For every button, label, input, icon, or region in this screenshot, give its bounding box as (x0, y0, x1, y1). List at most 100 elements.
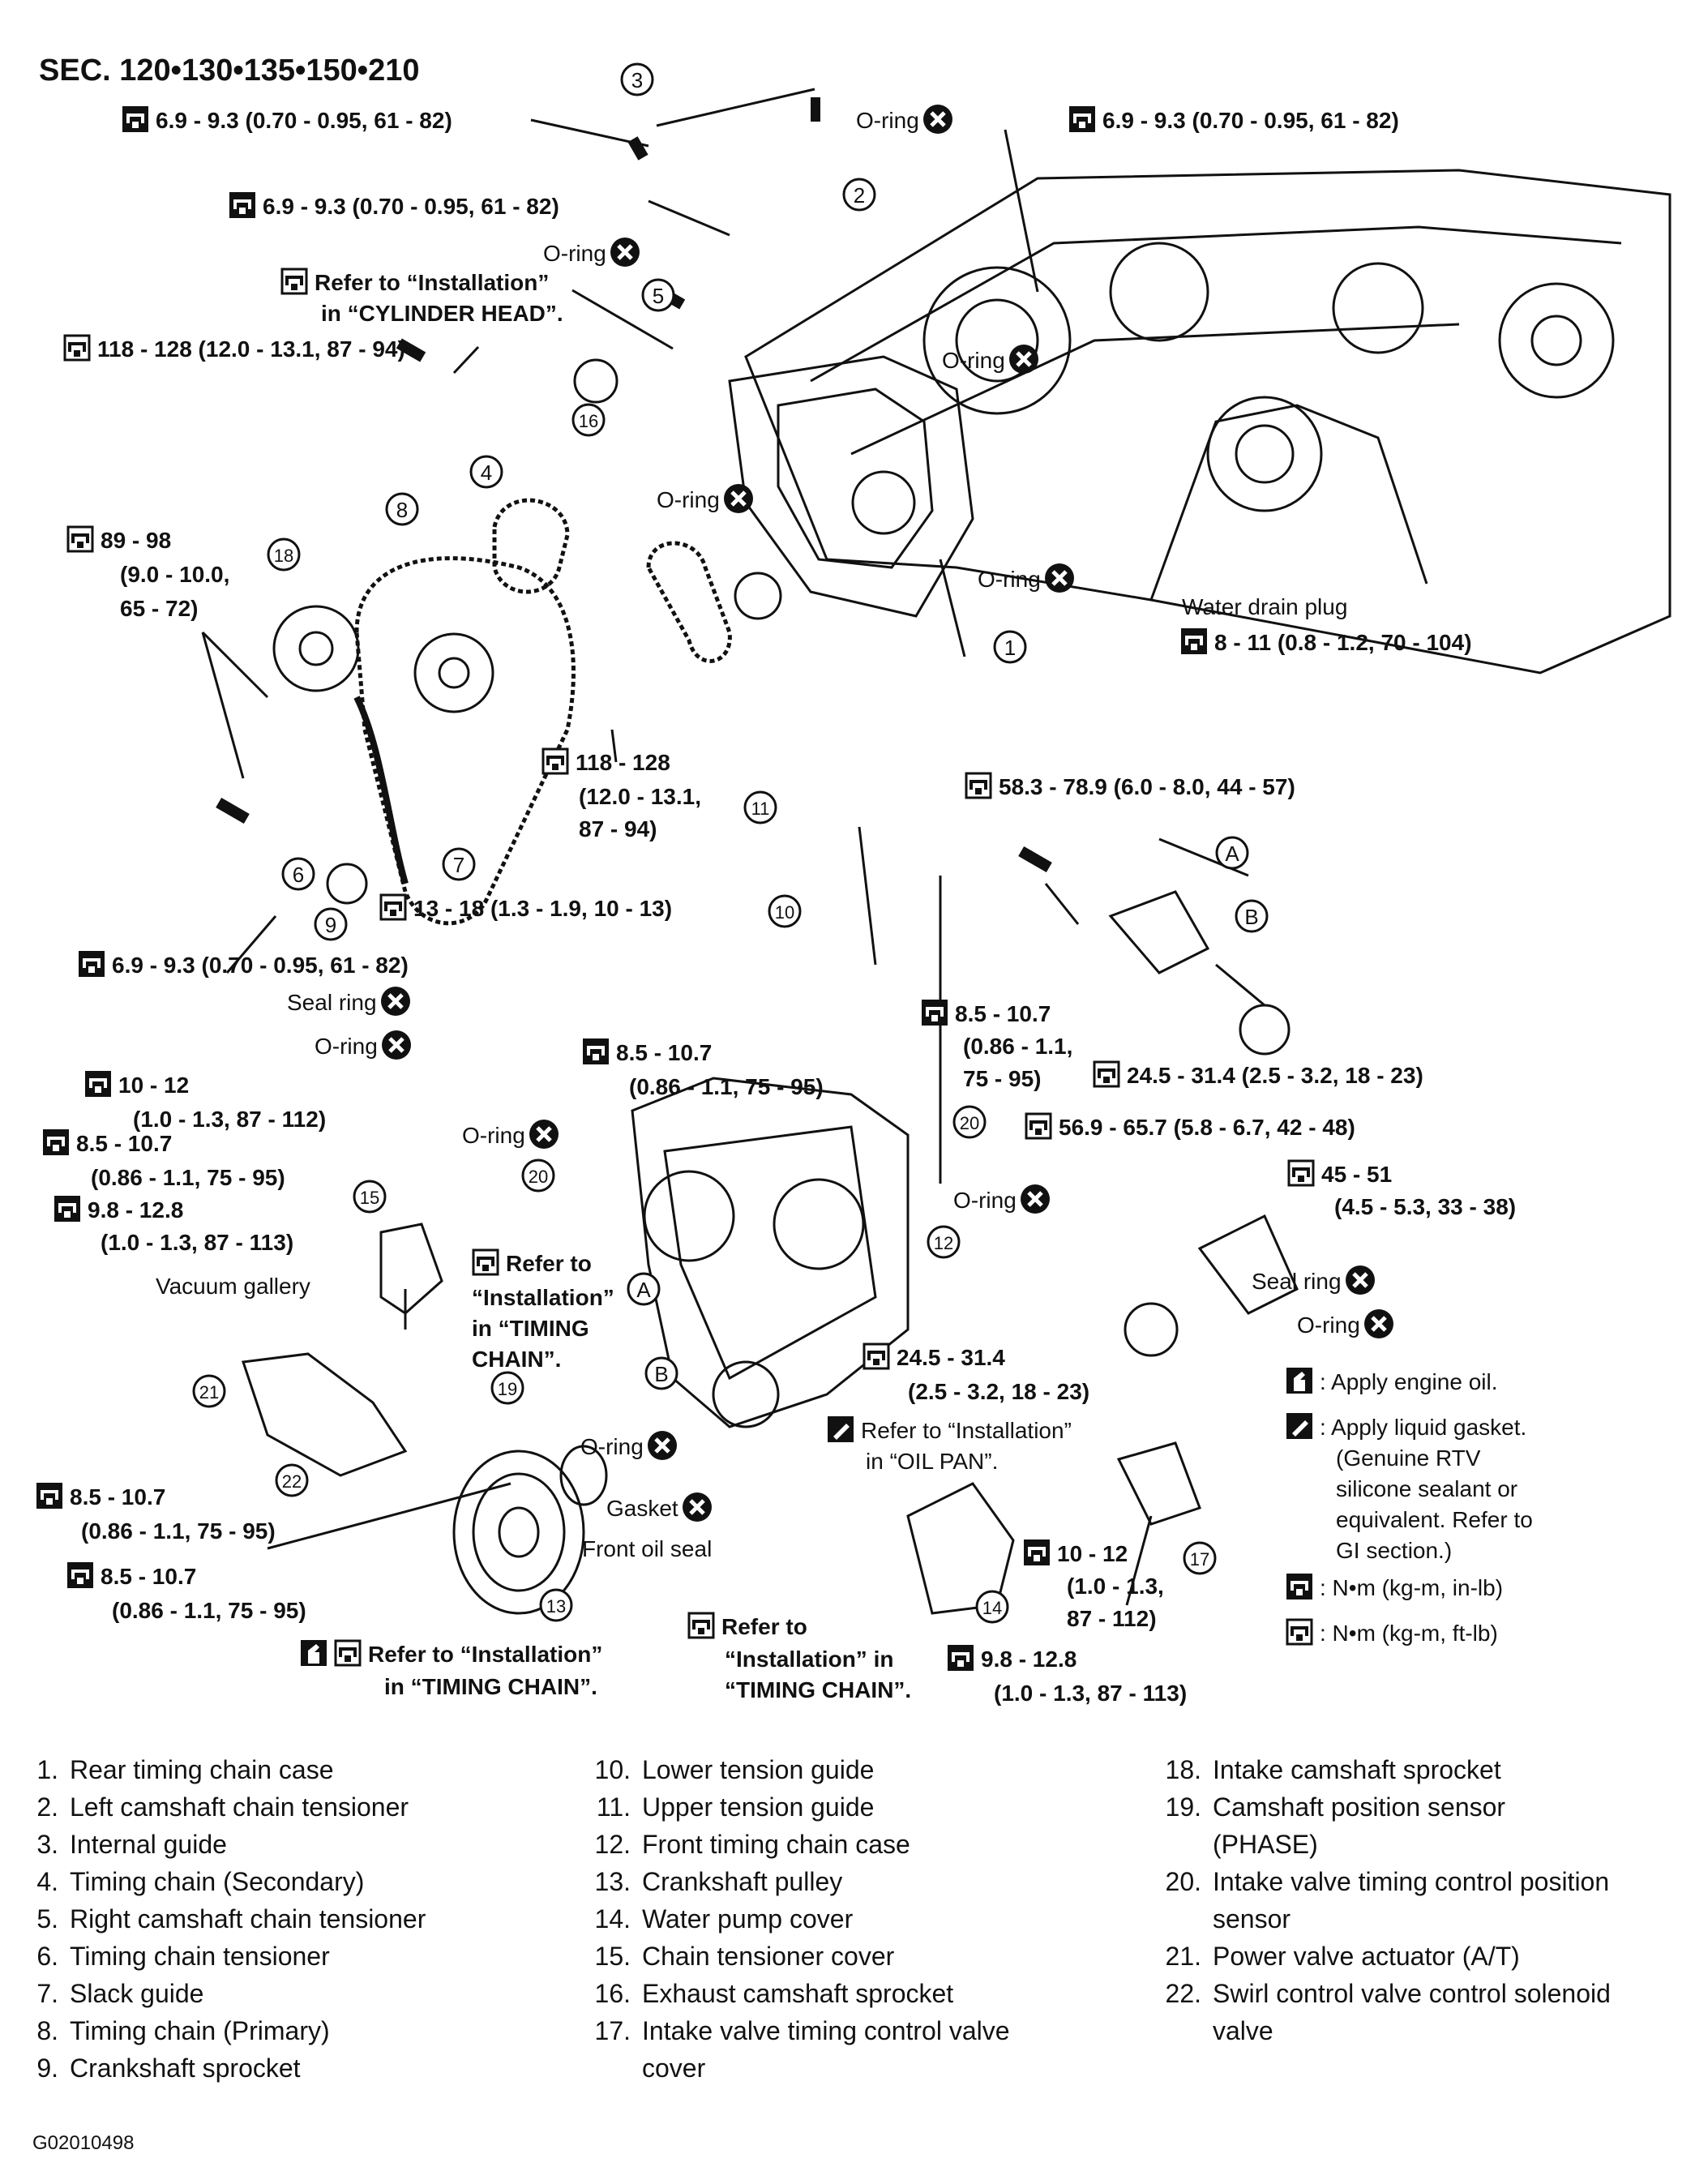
svg-text:20: 20 (529, 1167, 548, 1187)
refer-oil-pan-note: Refer to “Installation” (827, 1415, 1072, 1446)
torque-ft-lb-icon (541, 747, 569, 775)
torque-label: (0.86 - 1.1, 75 - 95) (81, 1518, 276, 1544)
part-marker-18: 18 (267, 537, 301, 572)
replace-part-icon (647, 1430, 678, 1461)
torque-label: 87 - 94) (579, 816, 657, 841)
torque-in-lb-icon (582, 1038, 610, 1065)
torque-ft-lb-icon (334, 1639, 362, 1667)
vacuum-gallery-label: Vacuum gallery (156, 1274, 310, 1299)
part-marker-15: 15 (353, 1180, 387, 1214)
svg-text:B: B (654, 1362, 668, 1386)
torque-label: (1.0 - 1.3, 87 - 112) (133, 1107, 327, 1132)
list-item: 5.Right camshaft chain tensioner (36, 1904, 426, 1933)
replace-part-icon (1008, 344, 1039, 375)
torque-ft-lb-icon (280, 268, 308, 295)
part-marker-4: 4 (469, 455, 503, 489)
part-marker-7: 7 (442, 847, 476, 881)
torque-ft-lb-icon (63, 334, 91, 362)
torque-in-lb-icon (122, 105, 149, 133)
torque-label: 24.5 - 31.4 (862, 1343, 1005, 1373)
svg-text:A: A (1225, 841, 1239, 866)
torque-label: 9.8 - 12.8 (947, 1644, 1076, 1675)
svg-text:22: 22 (282, 1471, 302, 1492)
torque-ft-lb-icon (1286, 1618, 1313, 1646)
svg-text:17: 17 (1190, 1549, 1209, 1569)
torque-in-lb-icon (54, 1195, 81, 1223)
o-ring-callout: O-ring (543, 237, 640, 269)
o-ring-callout: O-ring (580, 1430, 678, 1462)
torque-label: 65 - 72) (120, 596, 199, 621)
torque-in-lb-icon (1023, 1539, 1051, 1566)
reference-marker-b: B (1235, 899, 1269, 933)
part-marker-8: 8 (385, 492, 419, 526)
parts-list-col-3: 18.Intake camshaft sprocket 19.Camshaft … (1143, 1751, 1667, 2049)
svg-text:21: 21 (199, 1382, 219, 1402)
refer-cylinder-head-note: in “CYLINDER HEAD”. (321, 301, 563, 326)
torque-in-lb-icon (229, 191, 256, 219)
svg-text:2: 2 (854, 183, 865, 208)
torque-label: (0.86 - 1.1, (963, 1034, 1073, 1059)
svg-text:15: 15 (360, 1188, 379, 1208)
part-marker-20: 20 (952, 1105, 987, 1139)
replace-part-icon (610, 237, 640, 268)
torque-in-lb-icon (1068, 105, 1096, 133)
replace-part-icon (723, 483, 754, 514)
o-ring-callout: O-ring (978, 563, 1075, 595)
part-marker-17: 17 (1183, 1541, 1217, 1575)
torque-label: 8.5 - 10.7 (42, 1128, 172, 1159)
parts-list-col-1: 1.Rear timing chain case 2.Left camshaft… (0, 1751, 524, 2087)
torque-ft-lb-icon (1025, 1112, 1052, 1140)
torque-label: (0.86 - 1.1, 75 - 95) (629, 1074, 824, 1099)
svg-text:4: 4 (481, 460, 492, 485)
torque-ft-lb-icon (1093, 1060, 1120, 1088)
legend-torque-ft-lb: : N•m (kg-m, ft-lb) (1286, 1618, 1498, 1649)
list-item: 8.Timing chain (Primary) (36, 2016, 330, 2045)
list-item: 1.Rear timing chain case (36, 1755, 334, 1784)
list-item: 7.Slack guide (36, 1979, 204, 2008)
replace-part-icon (1345, 1265, 1376, 1295)
torque-ft-lb-icon (862, 1343, 890, 1370)
svg-text:19: 19 (498, 1379, 517, 1399)
svg-text:14: 14 (982, 1598, 1002, 1618)
svg-text:A: A (636, 1278, 651, 1302)
o-ring-callout: O-ring (953, 1184, 1051, 1216)
liquid-gasket-icon (827, 1415, 854, 1443)
part-marker-22: 22 (275, 1463, 309, 1497)
legend-liquid-gasket: (Genuine RTV (1336, 1445, 1481, 1471)
part-marker-12: 12 (927, 1225, 961, 1259)
torque-label: 24.5 - 31.4 (2.5 - 3.2, 18 - 23) (1093, 1060, 1423, 1091)
torque-label: (9.0 - 10.0, (120, 562, 230, 587)
svg-text:20: 20 (960, 1113, 979, 1133)
torque-label: 6.9 - 9.3 (0.70 - 0.95, 61 - 82) (122, 105, 452, 136)
torque-label: 6.9 - 9.3 (0.70 - 0.95, 61 - 82) (1068, 105, 1399, 136)
legend-torque-in-lb: : N•m (kg-m, in-lb) (1286, 1573, 1503, 1604)
torque-label: (0.86 - 1.1, 75 - 95) (91, 1165, 285, 1190)
torque-label: 10 - 12 (84, 1070, 189, 1101)
torque-label: (4.5 - 5.3, 33 - 38) (1334, 1194, 1517, 1219)
refer-timing-chain-note: CHAIN”. (472, 1347, 562, 1372)
figure-code: G02010498 (32, 2132, 135, 2154)
svg-text:8: 8 (396, 498, 408, 522)
list-item: 6.Timing chain tensioner (36, 1942, 330, 1971)
part-marker-1: 1 (993, 630, 1027, 664)
torque-ft-lb-icon (1287, 1159, 1315, 1187)
list-item: 22.Swirl control valve control solenoid … (1165, 1979, 1611, 2045)
legend-liquid-gasket: GI section.) (1336, 1538, 1453, 1563)
torque-label: 118 - 128 (12.0 - 13.1, 87 - 94) (63, 334, 405, 365)
replace-part-icon (380, 986, 411, 1017)
list-item: 21.Power valve actuator (A/T) (1165, 1942, 1520, 1971)
svg-text:16: 16 (579, 411, 598, 431)
seal-ring-callout: Seal ring (287, 986, 411, 1018)
seal-ring-callout: Seal ring (1252, 1265, 1376, 1297)
o-ring-callout: O-ring (942, 344, 1039, 376)
part-marker-16: 16 (571, 403, 606, 437)
torque-in-lb-icon (1180, 627, 1208, 655)
list-item: 2.Left camshaft chain tensioner (36, 1792, 409, 1822)
o-ring-callout: O-ring (856, 104, 953, 136)
legend-liquid-gasket: equivalent. Refer to (1336, 1507, 1533, 1532)
list-item: 20.Intake valve timing control position … (1165, 1867, 1610, 1933)
svg-text:3: 3 (631, 68, 643, 92)
water-drain-plug-label: Water drain plug (1182, 594, 1348, 619)
